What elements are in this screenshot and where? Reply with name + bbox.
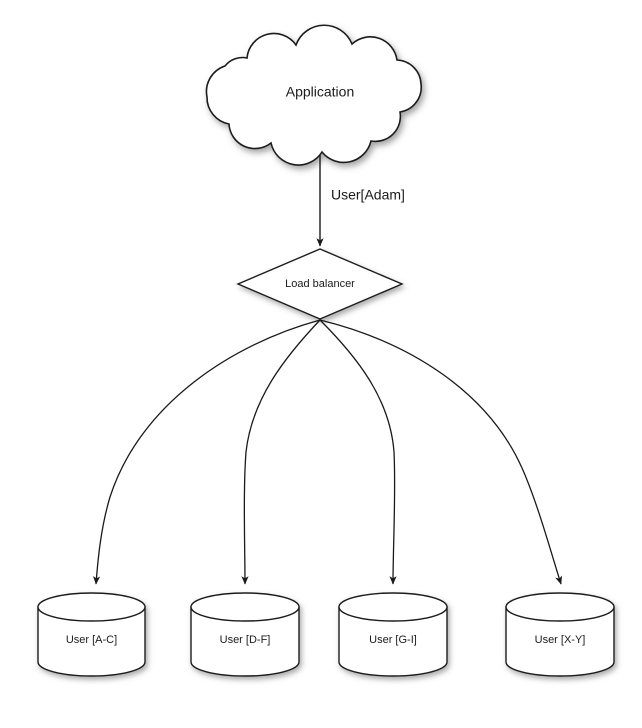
edge-app-to-balancer: User[Adam]: [316, 155, 405, 247]
node-load-balancer[interactable]: Load balancer: [236, 248, 404, 320]
edges-balancer-to-databases: [93, 319, 563, 585]
edge-balancer-to-db-2: [241, 319, 321, 585]
node-application-cloud[interactable]: Application: [205, 24, 423, 166]
edge-balancer-to-db-3: [319, 319, 397, 585]
edge-app-to-balancer-label: User[Adam]: [331, 187, 405, 203]
database-2-label: User [D-F]: [220, 634, 271, 646]
database-1-label: User [A-C]: [66, 634, 117, 646]
database-3-label: User [G-I]: [369, 634, 417, 646]
node-database-3[interactable]: User [G-I]: [338, 592, 448, 677]
application-label: Application: [286, 84, 355, 100]
node-database-1[interactable]: User [A-C]: [37, 592, 146, 677]
edge-balancer-to-db-1: [93, 319, 321, 585]
node-database-2[interactable]: User [D-F]: [190, 592, 300, 677]
node-database-4[interactable]: User [X-Y]: [505, 592, 615, 677]
database-4-label: User [X-Y]: [535, 634, 586, 646]
load-balancer-label: Load balancer: [285, 278, 355, 290]
edge-balancer-to-db-4: [319, 319, 563, 585]
